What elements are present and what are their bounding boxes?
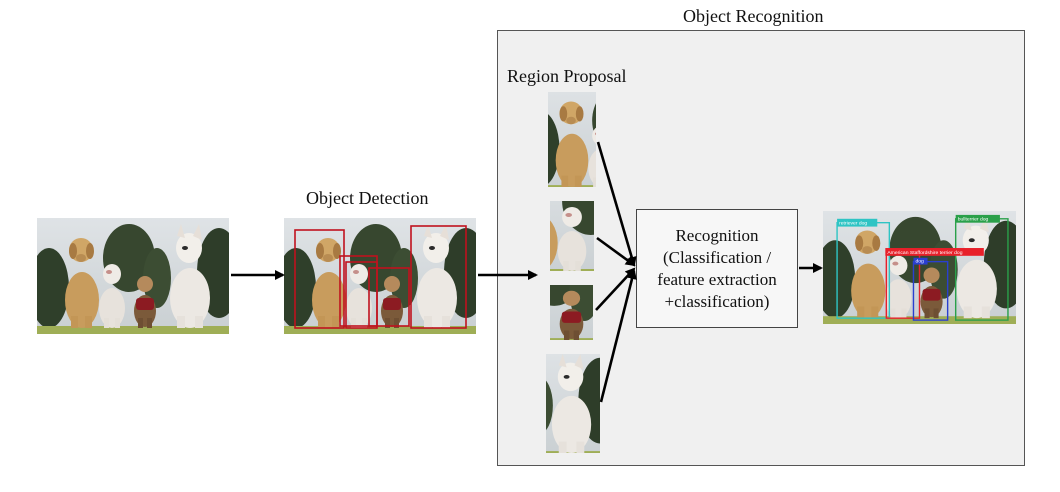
label-bg-staffordshire	[885, 248, 984, 256]
detection-box	[410, 225, 467, 329]
label-retriever: retriever dog	[839, 221, 867, 227]
recognition-line-4: +classification)	[664, 291, 770, 311]
label-bg-bullterrier	[955, 214, 1000, 223]
arrow-crop2-to-recognition	[596, 236, 636, 267]
arrow-crop4-to-recognition	[599, 269, 637, 403]
detection-box	[345, 261, 378, 329]
arrow-crop1-to-recognition	[596, 141, 637, 267]
region-proposal-title: Region Proposal	[507, 66, 627, 86]
recognition-line-1: Recognition	[675, 225, 759, 245]
detection-box	[368, 267, 410, 327]
detection-box	[294, 229, 345, 329]
result-image: retriever dog bullterrier dog American S…	[823, 211, 1016, 324]
label-staffordshire: American Staffordshire terrier dog	[887, 250, 962, 256]
recognition-box: Recognition (Classification / feature ex…	[636, 209, 798, 328]
label-bg-retriever	[837, 218, 878, 227]
object-recognition-title: Object Recognition	[683, 6, 824, 26]
object-detection-title: Object Detection	[306, 188, 429, 208]
detection-image	[284, 218, 476, 334]
recognition-line-3: feature extraction	[657, 269, 777, 289]
result-box-dog	[912, 260, 949, 321]
label-bg-dog	[913, 257, 928, 265]
label-dog: dog	[915, 259, 924, 265]
label-bullterrier: bullterrier dog	[958, 217, 989, 223]
recognition-line-2: (Classification /	[662, 247, 772, 267]
